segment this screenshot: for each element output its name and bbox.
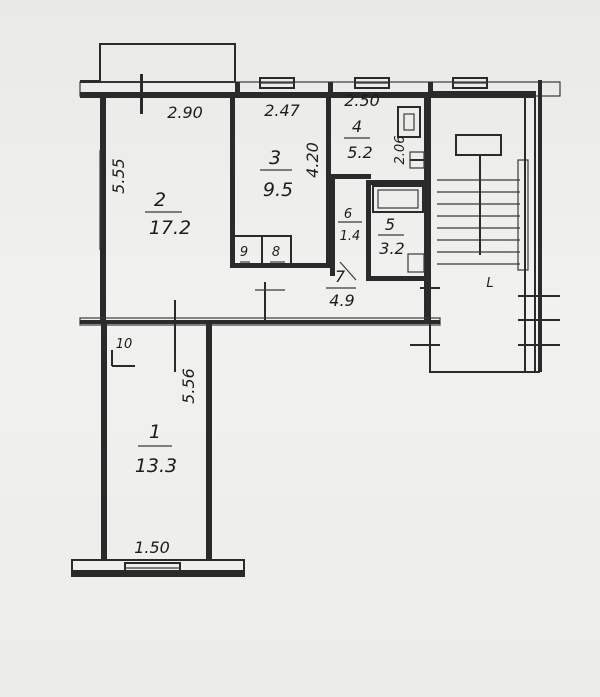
room-2-number: 2 <box>154 189 166 211</box>
bottom-wall <box>71 559 245 577</box>
closet-10-number: 10 <box>116 337 133 352</box>
room-7-label: 7 4.9 <box>326 267 356 310</box>
room-3-walls <box>230 96 331 268</box>
stairwell <box>410 80 560 373</box>
closet-8-number: 8 <box>272 245 280 260</box>
top-windows <box>259 77 488 89</box>
room-6-label: 6 1.4 <box>338 207 362 244</box>
dim-room3-width: 2.47 <box>264 101 300 120</box>
dim-room1-length: 5.56 <box>179 368 198 404</box>
room-3-label: 3 9.5 <box>260 147 293 201</box>
balcony <box>99 43 236 83</box>
room-1-label: 1 13.3 <box>135 421 177 477</box>
dim-room1-width: 1.50 <box>134 538 170 557</box>
room-2-label: 2 17.2 <box>145 189 191 239</box>
room-2-area: 17.2 <box>149 217 191 239</box>
dim-room3-length: 4.20 <box>303 142 322 178</box>
room-3-number: 3 <box>269 147 281 169</box>
room-1-area: 13.3 <box>135 455 177 477</box>
room-4-label: 4 5.2 <box>344 117 373 162</box>
room-2-walls <box>99 92 106 324</box>
bath-toilet-block <box>330 178 428 281</box>
room-4-walls <box>331 92 430 324</box>
room-5-number: 5 <box>385 215 395 234</box>
room-7-number: 7 <box>335 267 346 286</box>
room-5-label: 5 3.2 <box>378 215 405 258</box>
closets-8-9 <box>232 235 292 265</box>
dim-room2-length: 5.55 <box>109 158 128 194</box>
room-4-number: 4 <box>352 117 362 136</box>
room-3-area: 9.5 <box>263 179 293 201</box>
closet-9-number: 9 <box>240 245 248 260</box>
dim-room4-length: 2.06 <box>393 136 408 165</box>
room-5-area: 3.2 <box>379 239 404 258</box>
room-7-area: 4.9 <box>329 291 354 310</box>
dim-room4-width: 2.50 <box>344 91 380 110</box>
room-1-number: 1 <box>149 421 161 443</box>
room-6-number: 6 <box>344 207 352 222</box>
room-4-area: 5.2 <box>347 143 372 162</box>
hallway-7 <box>255 261 357 320</box>
dim-room2-width: 2.90 <box>167 103 203 122</box>
room-1-walls <box>101 300 212 560</box>
stairwell-mark: L <box>486 276 493 291</box>
middle-wall <box>79 287 441 326</box>
room-6-area: 1.4 <box>340 229 361 244</box>
top-outer-wall <box>79 74 561 114</box>
